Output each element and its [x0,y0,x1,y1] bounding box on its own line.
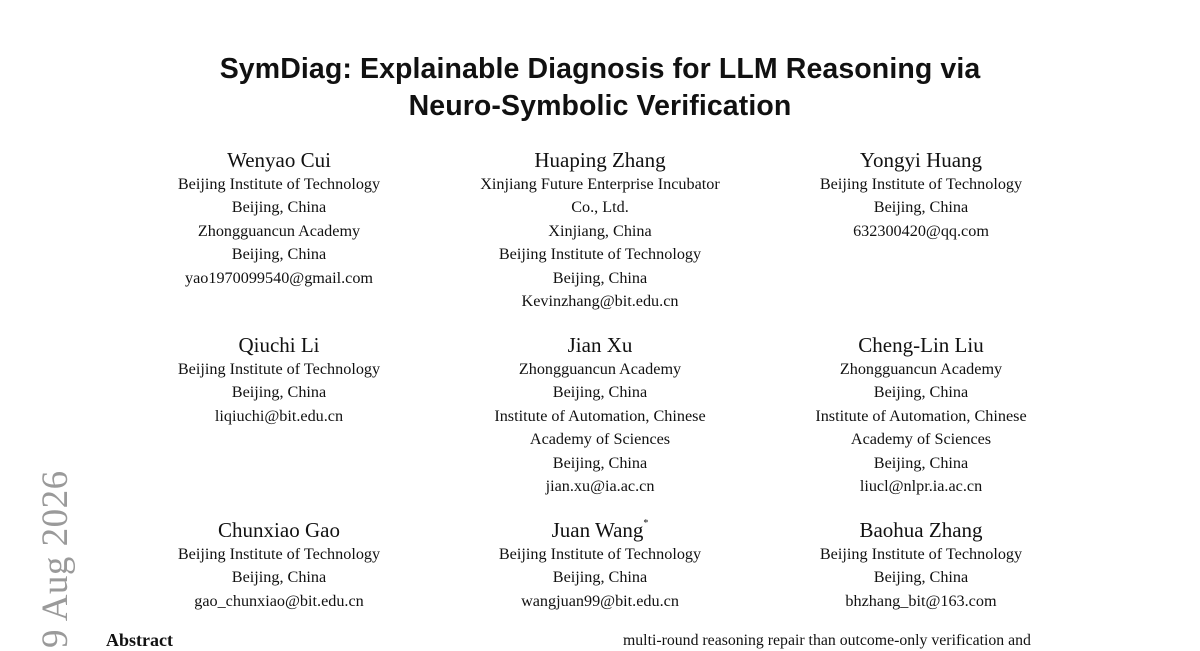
corresponding-author-marker: * [643,518,649,529]
author-email: Kevinzhang@bit.edu.cn [521,292,679,311]
author-block: Jian Xu Zhongguancun Academy Beijing, Ch… [435,332,765,498]
author-affiliation-line: Beijing, China [231,383,327,402]
author-email: jian.xu@ia.ac.cn [545,477,655,496]
author-block: Chunxiao Gao Beijing Institute of Techno… [114,517,444,613]
author-name: Juan Wang* [551,518,649,542]
author-affiliation-line: Beijing Institute of Technology [819,545,1023,563]
author-email: gao_chunxiao@bit.edu.cn [194,591,364,610]
author-affiliation-line: Xinjiang, China [548,221,652,240]
author-affiliation-line: Beijing Institute of Technology [819,175,1023,193]
author-affiliation-line: Beijing, China [873,568,969,587]
author-email: wangjuan99@bit.edu.cn [521,591,679,610]
author-affiliation-line: Beijing, China [231,198,327,217]
author-affiliation-line: Beijing, China [552,383,648,402]
author-affiliation-line: Beijing, China [552,453,648,472]
abstract-heading: Abstract [106,630,173,650]
author-name: Yongyi Huang [859,148,983,172]
author-block: Baohua Zhang Beijing Institute of Techno… [756,517,1086,613]
author-name: Qiuchi Li [238,333,320,357]
author-affiliation-line: Zhongguancun Academy [839,360,1003,378]
author-affiliation-line: Beijing, China [873,198,969,217]
author-block: Wenyao Cui Beijing Institute of Technolo… [114,147,444,290]
author-email: bhzhang_bit@163.com [845,591,997,610]
author-email: yao1970099540@gmail.com [185,268,373,287]
author-affiliation-line: Beijing, China [231,245,327,264]
author-email: liucl@nlpr.ia.ac.cn [859,477,983,496]
author-name: Jian Xu [567,333,633,357]
author-affiliation-line: Beijing, China [873,453,969,472]
author-name: Cheng-Lin Liu [858,333,984,357]
paper-title: SymDiag: Explainable Diagnosis for LLM R… [0,51,1200,125]
author-affiliation-line: Beijing, China [873,383,969,402]
author-affiliation-line: Beijing Institute of Technology [177,545,381,563]
author-affiliation-line: Academy of Sciences [529,430,671,449]
author-name: Huaping Zhang [534,148,666,172]
author-affiliation-line: Beijing Institute of Technology [177,360,381,378]
author-email: liqiuchi@bit.edu.cn [214,406,344,425]
right-column-text: multi-round reasoning repair than outcom… [623,632,1031,649]
author-affiliation-line: Academy of Sciences [850,430,992,449]
author-affiliation-line: Institute of Automation, Chinese [815,406,1027,425]
author-name: Baohua Zhang [859,518,983,542]
author-block: Yongyi Huang Beijing Institute of Techno… [756,147,1086,243]
author-name: Wenyao Cui [227,148,331,172]
author-block: Cheng-Lin Liu Zhongguancun Academy Beiji… [756,332,1086,498]
author-affiliation-line: Co., Ltd. [571,198,629,217]
author-block: Qiuchi Li Beijing Institute of Technolog… [114,332,444,428]
author-affiliation-line: Beijing Institute of Technology [498,245,702,264]
paper-title-line-2: Neuro-Symbolic Verification [408,90,792,122]
author-affiliation-line: Beijing Institute of Technology [177,175,381,193]
author-affiliation-line: Beijing, China [231,568,327,587]
paper-title-line-1: SymDiag: Explainable Diagnosis for LLM R… [219,53,981,85]
author-affiliation-line: Institute of Automation, Chinese [494,406,706,425]
author-email: 632300420@qq.com [853,221,989,240]
author-block: Juan Wang* Beijing Institute of Technolo… [435,517,765,613]
author-name: Chunxiao Gao [218,518,340,542]
author-affiliation-line: Beijing Institute of Technology [498,545,702,563]
arxiv-side-stamp: 9 Aug 2026 [35,470,76,648]
author-block: Huaping Zhang Xinjiang Future Enterprise… [435,147,765,313]
author-affiliation-line: Zhongguancun Academy [518,360,682,378]
author-affiliation-line: Zhongguancun Academy [197,221,361,240]
author-affiliation-line: Beijing, China [552,268,648,287]
author-affiliation-line: Beijing, China [552,568,648,587]
author-affiliation-line: Xinjiang Future Enterprise Incubator [480,175,720,193]
